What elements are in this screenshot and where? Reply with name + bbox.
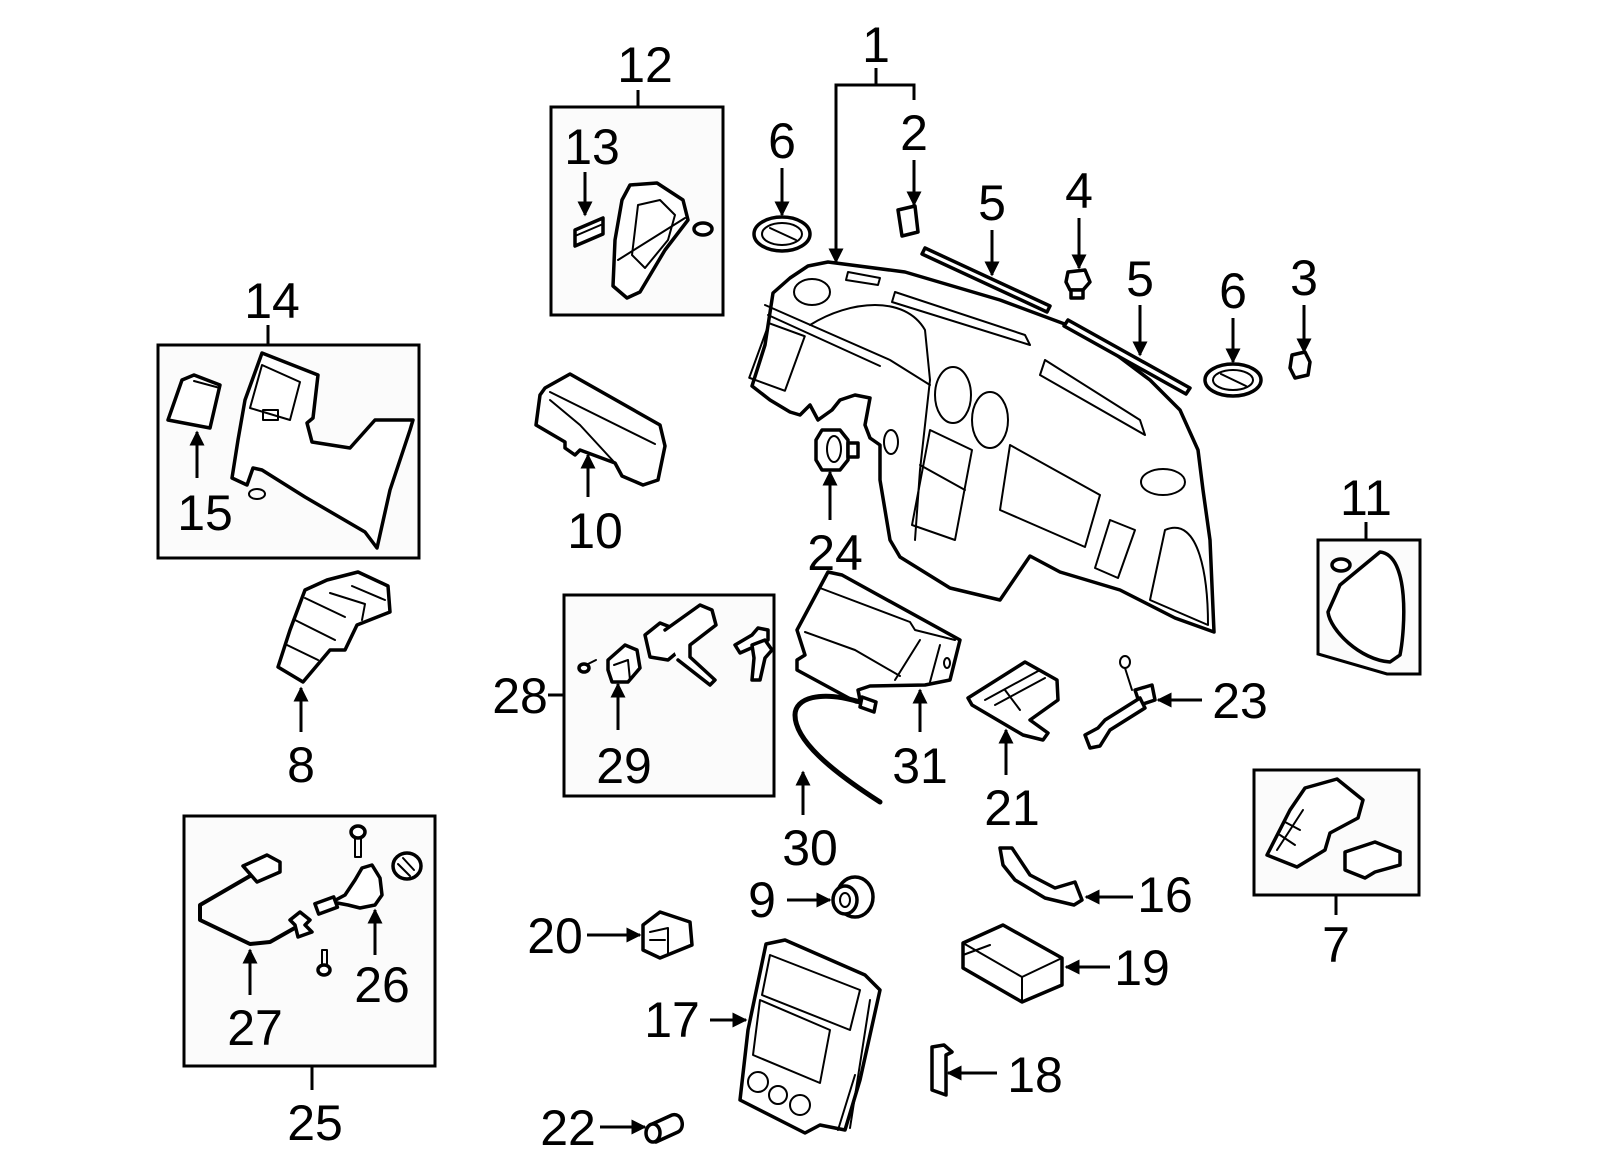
callout-25[interactable]: 25 — [287, 1095, 343, 1151]
callout-24[interactable]: 24 — [807, 525, 863, 581]
callout-26[interactable]: 26 — [354, 957, 410, 1013]
grommet-part — [831, 875, 875, 919]
lamp-screw-bottom — [316, 949, 332, 977]
glove-box — [795, 570, 962, 704]
callout-3[interactable]: 3 — [1290, 250, 1318, 306]
label-insert — [573, 216, 605, 248]
callout-14[interactable]: 14 — [244, 273, 300, 329]
callout-27[interactable]: 27 — [227, 1000, 283, 1056]
hazard-switch-part — [641, 910, 694, 960]
knob-part — [814, 428, 860, 472]
callout-8[interactable]: 8 — [287, 737, 315, 793]
callout-31[interactable]: 31 — [892, 738, 948, 794]
bulb-part — [644, 1112, 684, 1144]
glove-box-lamp — [1083, 655, 1157, 750]
switch-panel — [276, 570, 392, 684]
callout-23[interactable]: 23 — [1212, 673, 1268, 729]
callout-22[interactable]: 22 — [540, 1100, 596, 1156]
end-cap-left — [611, 181, 690, 300]
callout-16[interactable]: 16 — [1137, 867, 1193, 923]
center-bezel — [738, 938, 882, 1135]
pocket-insert — [166, 373, 222, 430]
callout-10[interactable]: 10 — [567, 503, 623, 559]
side-vent-left — [752, 215, 812, 253]
lamp-screw-top — [349, 824, 367, 858]
callout-12[interactable]: 12 — [617, 37, 673, 93]
callout-4[interactable]: 4 — [1065, 163, 1093, 219]
wire-harness — [198, 853, 314, 946]
group-box-25 — [182, 814, 437, 1068]
callout-29[interactable]: 29 — [596, 738, 652, 794]
cluster-bezel — [534, 372, 667, 487]
lower-panel — [230, 351, 415, 550]
defroster-grille-right — [1062, 318, 1192, 396]
callout-1[interactable]: 1 — [862, 17, 890, 73]
callout-2[interactable]: 2 — [900, 105, 928, 161]
switch-assembly — [1265, 777, 1402, 880]
lock-screw — [577, 659, 597, 674]
defroster-grille-left — [920, 246, 1052, 314]
callout-9[interactable]: 9 — [748, 872, 776, 928]
end-cap-pin — [692, 221, 714, 237]
retainer-part — [1064, 268, 1092, 300]
callout-28[interactable]: 28 — [492, 668, 548, 724]
lock-housing — [643, 603, 718, 687]
callout-13[interactable]: 13 — [564, 119, 620, 175]
callout-5-right[interactable]: 5 — [1126, 251, 1154, 307]
callout-19[interactable]: 19 — [1114, 940, 1170, 996]
leader-1-bracket — [834, 83, 916, 262]
callout-30[interactable]: 30 — [782, 820, 838, 876]
bracket-part — [998, 846, 1084, 907]
ashtray-part — [966, 660, 1060, 742]
lock-cylinder — [606, 643, 642, 684]
callout-18[interactable]: 18 — [1007, 1047, 1063, 1103]
clip-right-part — [1288, 350, 1312, 380]
callout-20[interactable]: 20 — [527, 908, 583, 964]
clip-small-part — [930, 1043, 954, 1097]
callout-21[interactable]: 21 — [984, 780, 1040, 836]
lamp-cap — [391, 851, 423, 881]
callout-17[interactable]: 17 — [644, 992, 700, 1048]
callout-11[interactable]: 11 — [1340, 470, 1392, 526]
callout-6-left[interactable]: 6 — [768, 113, 796, 169]
callout-5-left[interactable]: 5 — [978, 175, 1006, 231]
clip-part — [896, 204, 920, 238]
lock-keys — [733, 626, 774, 682]
callout-6-right[interactable]: 6 — [1219, 263, 1247, 319]
storage-box-part — [961, 923, 1064, 1004]
instrument-panel — [748, 260, 1216, 634]
callout-7[interactable]: 7 — [1322, 917, 1350, 973]
lamp-socket — [313, 863, 384, 916]
end-cap-right — [1326, 550, 1406, 664]
release-cable — [792, 693, 883, 805]
callout-15[interactable]: 15 — [177, 485, 233, 541]
side-vent-right — [1203, 362, 1263, 398]
